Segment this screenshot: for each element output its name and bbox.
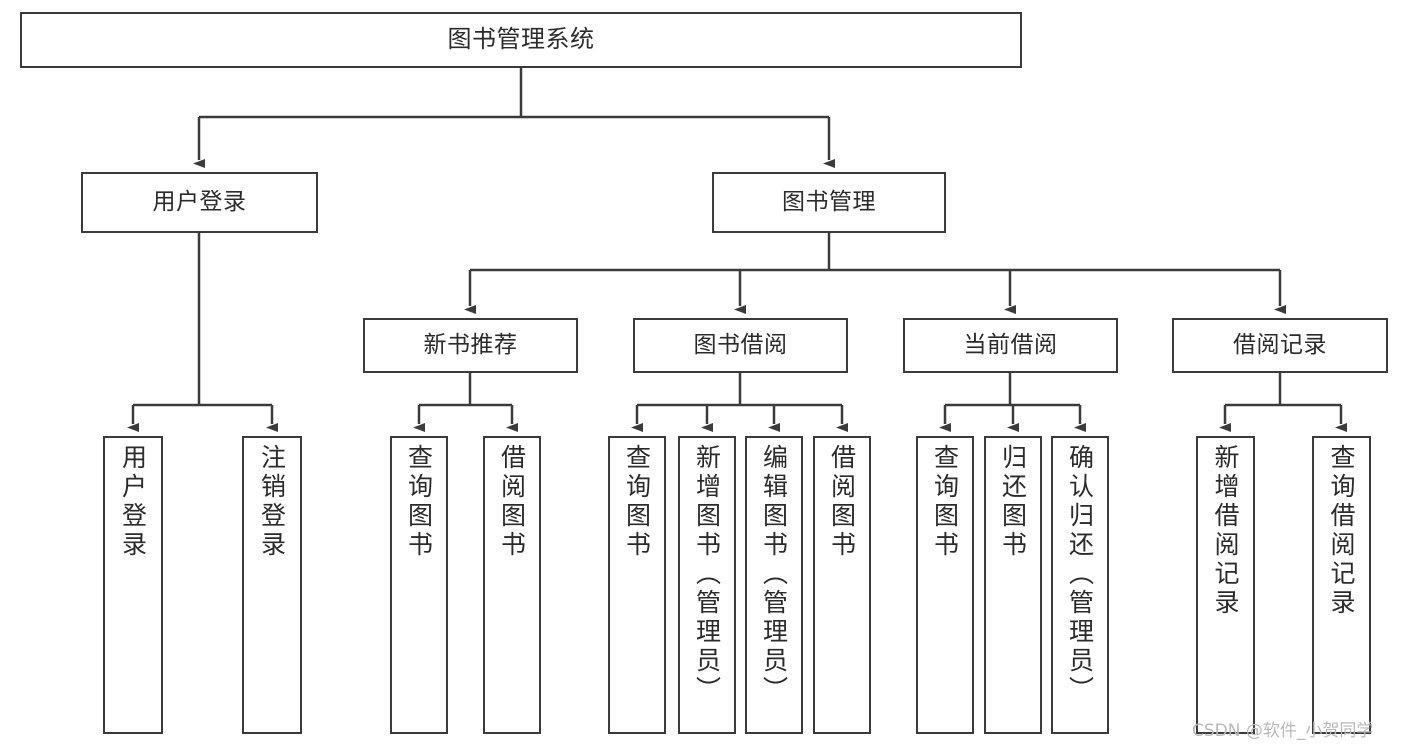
node-borrow-record-label: 借阅记录 — [1233, 332, 1327, 359]
node-br-query-record[interactable]: 查询借阅记录 — [1312, 436, 1371, 734]
node-br-query-record-label: 查询借阅记录 — [1327, 444, 1356, 618]
node-bb-borrow-book[interactable]: 借阅图书 — [813, 436, 871, 734]
node-borrow-record[interactable]: 借阅记录 — [1172, 318, 1388, 373]
node-current-borrow[interactable]: 当前借阅 — [903, 318, 1118, 373]
node-nbr-borrow-book[interactable]: 借阅图书 — [483, 436, 541, 734]
node-user-login[interactable]: 用户登录 — [81, 172, 318, 233]
node-cb-query-book-label: 查询图书 — [930, 444, 960, 560]
node-nbr-query-book[interactable]: 查询图书 — [390, 436, 448, 734]
node-bb-edit-book-label: 编辑图书（管理员） — [759, 444, 789, 705]
node-book-borrow[interactable]: 图书借阅 — [633, 318, 848, 373]
node-bb-add-book[interactable]: 新增图书（管理员） — [678, 436, 736, 734]
node-root-label: 图书管理系统 — [447, 25, 595, 54]
node-br-add-record[interactable]: 新增借阅记录 — [1196, 436, 1255, 734]
node-user-logout[interactable]: 注销登录 — [242, 436, 302, 734]
node-user-login-label: 用户登录 — [152, 189, 247, 216]
node-cb-return-book[interactable]: 归还图书 — [984, 436, 1042, 734]
node-bb-query-book[interactable]: 查询图书 — [608, 436, 666, 734]
node-bb-borrow-book-label: 借阅图书 — [827, 444, 857, 560]
csdn-watermark: CSDN @软件_小贺同学 — [1192, 721, 1374, 741]
node-book-management[interactable]: 图书管理 — [712, 172, 946, 233]
node-user-logout-label: 注销登录 — [257, 444, 287, 560]
node-cb-confirm-return[interactable]: 确认归还（管理员） — [1051, 436, 1109, 734]
node-current-borrow-label: 当前借阅 — [963, 332, 1058, 359]
node-nbr-query-book-label: 查询图书 — [404, 444, 434, 560]
node-user-login-do-label: 用户登录 — [118, 444, 148, 560]
node-br-add-record-label: 新增借阅记录 — [1211, 444, 1240, 618]
node-cb-confirm-return-label: 确认归还（管理员） — [1065, 444, 1095, 705]
node-book-management-label: 图书管理 — [782, 189, 876, 216]
node-new-book-recommend[interactable]: 新书推荐 — [363, 318, 578, 373]
node-user-login-do[interactable]: 用户登录 — [103, 436, 163, 734]
node-new-book-recommend-label: 新书推荐 — [423, 332, 518, 359]
node-nbr-borrow-book-label: 借阅图书 — [497, 444, 527, 560]
node-bb-query-book-label: 查询图书 — [622, 444, 652, 560]
node-root[interactable]: 图书管理系统 — [20, 12, 1022, 68]
node-book-borrow-label: 图书借阅 — [693, 332, 788, 359]
node-cb-return-book-label: 归还图书 — [998, 444, 1028, 560]
node-bb-add-book-label: 新增图书（管理员） — [692, 444, 722, 705]
node-cb-query-book[interactable]: 查询图书 — [916, 436, 974, 734]
node-bb-edit-book[interactable]: 编辑图书（管理员） — [745, 436, 803, 734]
